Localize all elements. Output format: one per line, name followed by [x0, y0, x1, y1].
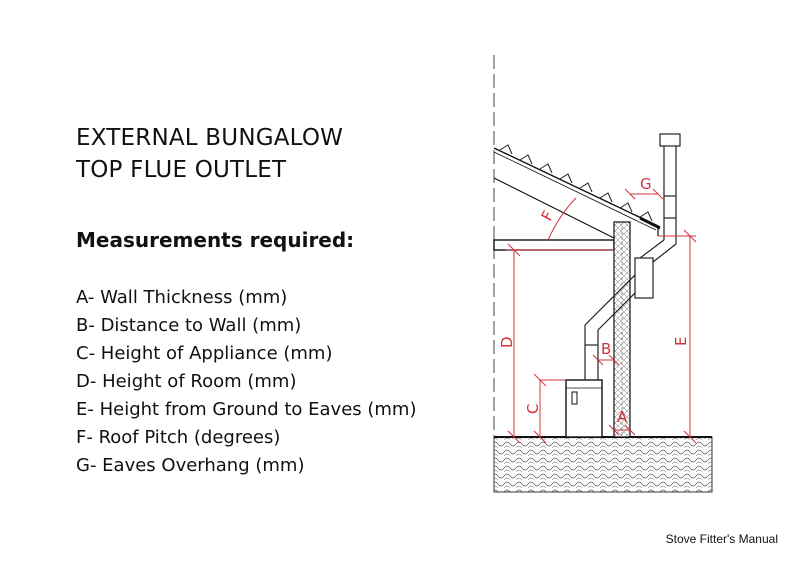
dimension-g-label: G: [640, 175, 652, 193]
dimension-f-label: F: [538, 208, 558, 224]
stove-door-handle: [571, 391, 578, 405]
measurement-f: F- Roof Pitch (degrees): [76, 427, 281, 448]
measurements-list: A- Wall Thickness (mm) B- Distance to Wa…: [76, 284, 417, 480]
ground-soil: [493, 436, 713, 493]
title-line-1: EXTERNAL BUNGALOW: [76, 125, 344, 151]
stove-appliance: [565, 379, 603, 438]
measurements-heading: Measurements required:: [76, 228, 355, 252]
dimension-d-label: D: [498, 336, 516, 348]
measurement-d: D- Height of Room (mm): [76, 371, 297, 392]
dimension-c-label: C: [524, 404, 542, 414]
measurement-c: C- Height of Appliance (mm): [76, 343, 333, 364]
flue-pipe: [584, 133, 681, 380]
dimension-b-label: B: [601, 340, 611, 358]
measurement-a: A- Wall Thickness (mm): [76, 287, 288, 308]
credit-text: Stove Fitter's Manual: [665, 532, 778, 546]
diagram-title: EXTERNAL BUNGALOW TOP FLUE OUTLET: [76, 122, 343, 186]
roof: [493, 144, 661, 239]
dimension-e-label: E: [672, 337, 690, 346]
dimension-lines: [506, 188, 697, 444]
title-line-2: TOP FLUE OUTLET: [76, 157, 287, 183]
measurement-e: E- Height from Ground to Eaves (mm): [76, 399, 417, 420]
measurement-b: B- Distance to Wall (mm): [76, 315, 302, 336]
dimension-a-label: A: [617, 408, 628, 426]
measurement-g: G- Eaves Overhang (mm): [76, 455, 305, 476]
